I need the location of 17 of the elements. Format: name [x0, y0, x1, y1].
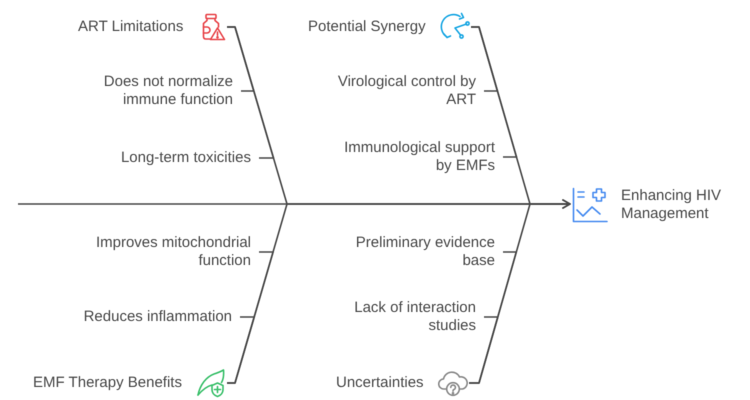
- cause-label: Immunological support by EMFs: [343, 139, 495, 175]
- branch-line: [471, 26, 518, 158]
- category-label: EMF Therapy Benefits: [33, 374, 183, 392]
- cause-label: Does not normalize immune function: [102, 73, 233, 109]
- cause-label: Preliminary evidence base: [354, 234, 495, 270]
- category-label: ART Limitations: [78, 18, 184, 36]
- cause-label: Long-term toxicities: [119, 149, 251, 167]
- branch-line: [227, 316, 255, 384]
- branch-line: [227, 26, 274, 159]
- cause-label: Lack of interaction studies: [353, 299, 476, 335]
- branch-line: [469, 316, 499, 384]
- cause-label: Virological control by ART: [336, 73, 476, 109]
- category-label: Uncertainties: [336, 374, 425, 392]
- cause-label: Improves mitochondrial function: [94, 234, 251, 270]
- category-label: Potential Synergy: [308, 18, 427, 36]
- goal-label: Enhancing HIV Management: [621, 187, 722, 223]
- cause-label: Reduces inflammation: [82, 308, 232, 326]
